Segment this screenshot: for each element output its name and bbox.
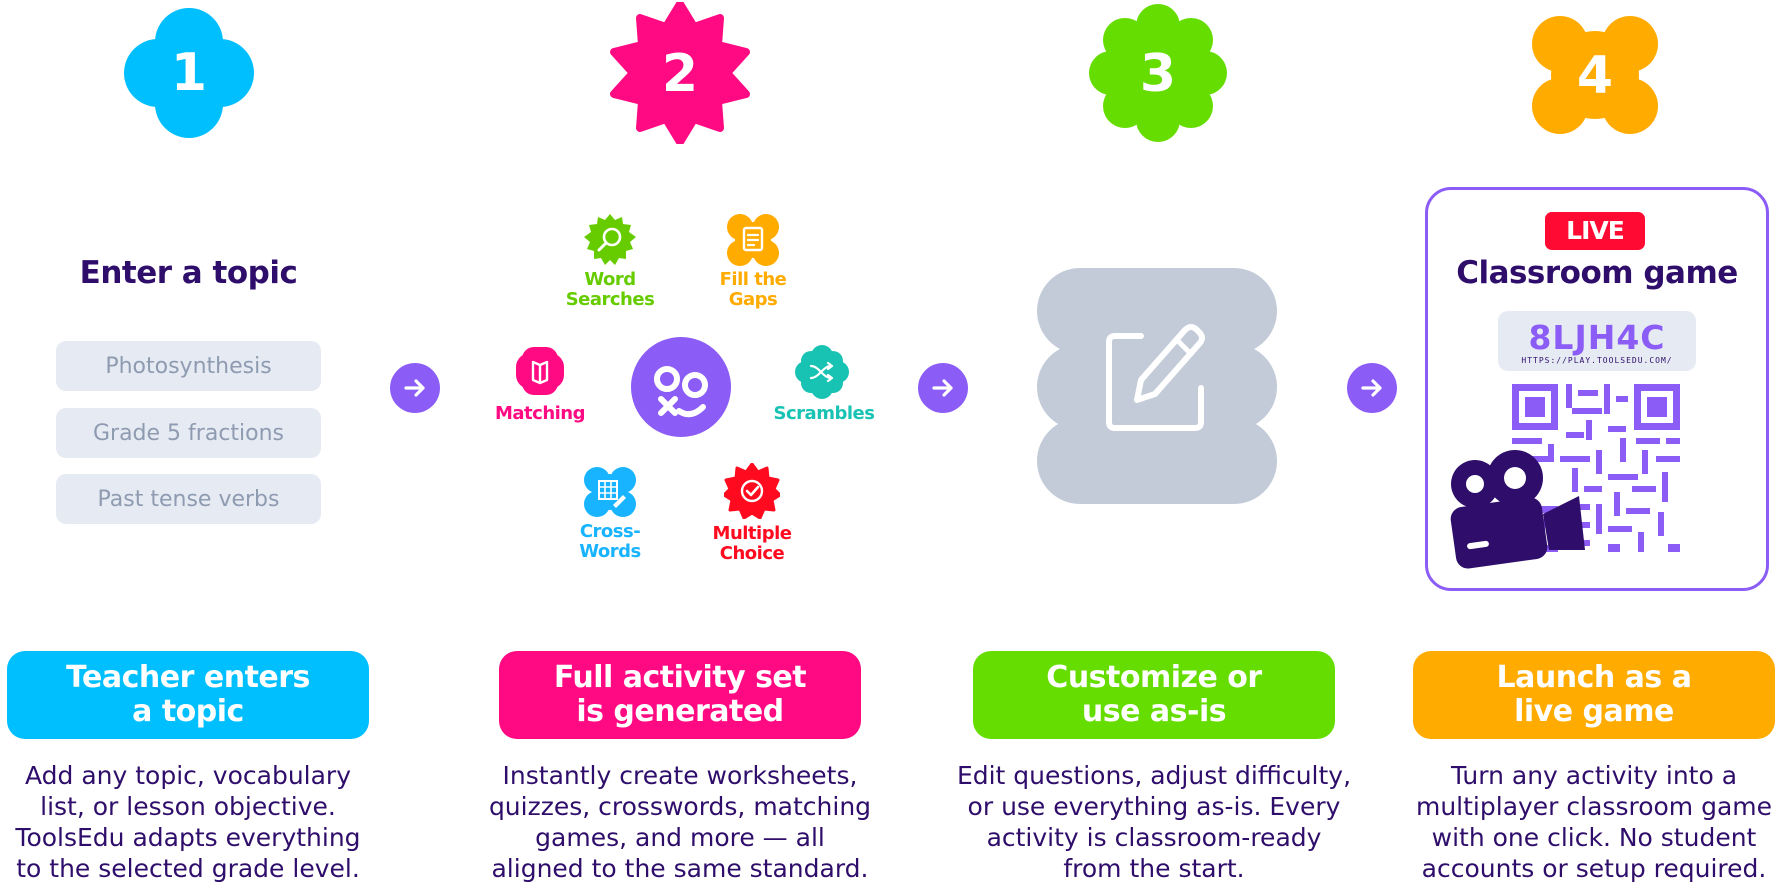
activity-cross-words[interactable]: Cross- Words (548, 522, 672, 562)
live-badge: LIVE (1545, 212, 1645, 250)
step-label-line: live game (1514, 694, 1674, 729)
description-line: Edit questions, adjust difficulty, (956, 761, 1352, 790)
description-line: games, and more — all (535, 823, 825, 852)
description-line: activity is classroom-ready (986, 823, 1322, 852)
step-3-description: Edit questions, adjust difficulty, or us… (954, 760, 1354, 884)
arrow-right-icon (390, 363, 440, 413)
step-2-number: 2 (662, 44, 698, 104)
video-camera-icon (1445, 450, 1585, 574)
description-line: accounts or setup required. (1421, 854, 1767, 883)
step-1-description: Add any topic, vocabulary list, or lesso… (0, 760, 388, 884)
game-code: 8LJH4C (1528, 318, 1666, 357)
step-3-number-badge: 3 (1087, 2, 1229, 144)
activity-label-line: Multiple (712, 523, 792, 544)
activity-multiple-choice[interactable]: Multiple Choice (690, 524, 814, 564)
shuffle-icon[interactable] (795, 345, 849, 399)
description-line: ToolsEdu adapts everything (15, 823, 361, 852)
topic-panel-title: Enter a topic (79, 255, 298, 291)
activity-label-line: Word (584, 269, 636, 290)
activity-scrambles[interactable]: Scrambles (762, 404, 886, 424)
step-3-number: 3 (1140, 44, 1176, 104)
activity-label-line: Choice (719, 543, 785, 564)
activity-label-line: Fill the (719, 269, 787, 290)
step-1-number-badge: 1 (118, 2, 260, 144)
topic-example-pill[interactable]: Past tense verbs (56, 474, 321, 524)
description-line: to the selected grade level. (16, 854, 360, 883)
activity-label-line: Words (579, 541, 641, 562)
description-line: with one click. No student (1431, 823, 1757, 852)
description-line: or use everything as-is. Every (967, 792, 1341, 821)
grid-pencil-icon[interactable] (583, 465, 637, 519)
activity-label-line: Searches (565, 289, 655, 310)
live-panel-title: Classroom game (1456, 255, 1738, 291)
book-icon[interactable] (514, 345, 566, 397)
game-url: HTTPS://PLAY.TOOLSEDU.COM/ (1521, 356, 1673, 365)
description-line: multiplayer classroom game (1415, 792, 1773, 821)
document-icon[interactable] (726, 213, 780, 267)
step-label-line: Launch as a (1496, 660, 1692, 695)
game-code-box: 8LJH4C HTTPS://PLAY.TOOLSEDU.COM/ (1498, 311, 1696, 371)
step-4-number: 4 (1577, 46, 1613, 106)
step-2-number-badge: 2 (609, 2, 751, 144)
step-label-line: Customize or (1046, 660, 1262, 695)
description-line: list, or lesson objective. (40, 792, 336, 821)
topic-example-pill[interactable]: Photosynthesis (56, 341, 321, 391)
check-icon[interactable] (724, 463, 780, 519)
description-line: quizzes, crosswords, matching (488, 792, 872, 821)
activity-label-line: Cross- (579, 521, 641, 542)
activity-label-line: Scrambles (773, 403, 875, 424)
step-label-line: a topic (132, 694, 244, 729)
description-line: aligned to the same standard. (491, 854, 869, 883)
description-line: Add any topic, vocabulary (24, 761, 351, 790)
activity-matching[interactable]: Matching (478, 404, 602, 424)
step-1-number: 1 (171, 43, 207, 103)
step-label-line: Full activity set (553, 660, 807, 695)
step-label-line: is generated (576, 694, 784, 729)
step-label-line: use as-is (1081, 694, 1227, 729)
step-4-number-badge: 4 (1524, 4, 1666, 146)
step-4-description: Turn any activity into a multiplayer cla… (1394, 760, 1787, 884)
description-line: Turn any activity into a (1450, 761, 1738, 790)
description-line: Instantly create worksheets, (502, 761, 858, 790)
description-line: from the start. (1063, 854, 1245, 883)
step-label-line: Teacher enters (66, 660, 310, 695)
activity-word-searches[interactable]: Word Searches (548, 270, 672, 310)
activity-label-line: Matching (494, 403, 586, 424)
toolsedu-logo (631, 337, 731, 441)
activity-fill-the-gaps[interactable]: Fill the Gaps (691, 270, 815, 310)
topic-example-pill[interactable]: Grade 5 fractions (56, 408, 321, 458)
activity-label-line: Gaps (728, 289, 778, 310)
arrow-right-icon (918, 363, 968, 413)
step-2-description: Instantly create worksheets, quizzes, cr… (480, 760, 880, 884)
editor-illustration (1037, 268, 1277, 508)
search-icon[interactable] (583, 213, 637, 267)
arrow-right-icon (1347, 363, 1397, 413)
